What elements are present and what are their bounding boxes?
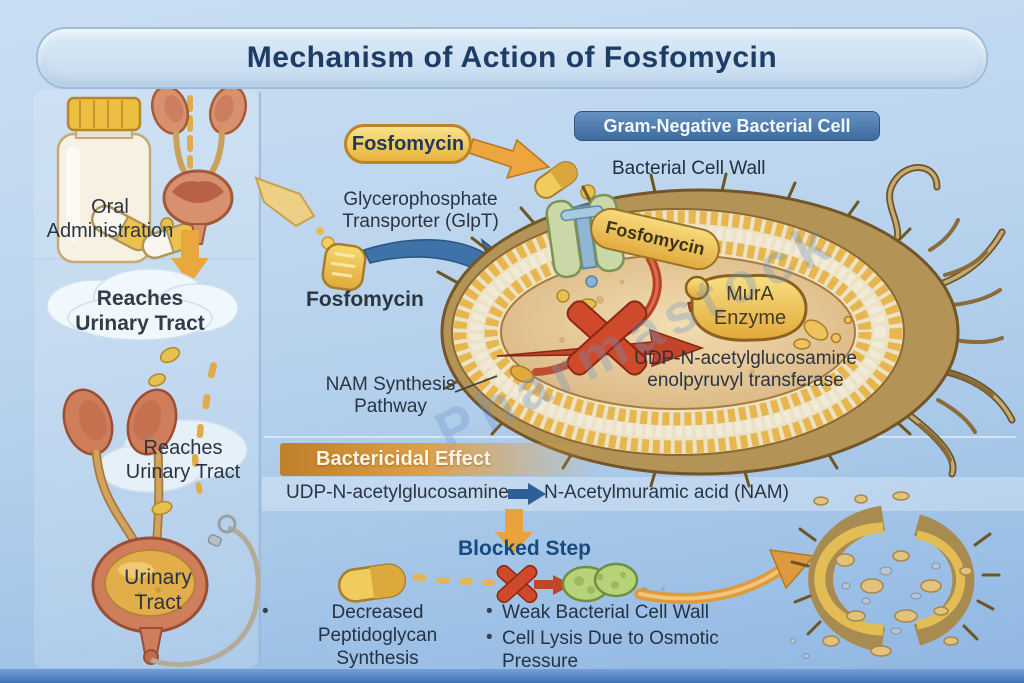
urinary-system-icon bbox=[62, 346, 218, 665]
cloud-icon bbox=[46, 268, 239, 341]
lysis-arrow-icon bbox=[634, 549, 816, 604]
list-item: Weak Bacterial Cell Wall bbox=[486, 600, 781, 624]
nam-pointer-line bbox=[454, 375, 498, 393]
right-cap-pili-icon bbox=[918, 218, 1004, 462]
bottom-capsule-icon bbox=[337, 563, 407, 603]
urinary-tract-label: Urinary Tract bbox=[124, 566, 192, 614]
blocked-step-label: Blocked Step bbox=[457, 537, 592, 560]
reaches-urinary-tract-top-label: Reaches Urinary Tract bbox=[75, 287, 205, 335]
effects-list-left: Decreased Peptidoglycan Synthesis bbox=[262, 600, 477, 674]
reaction-product-label: N-Acetylmuramic acid (NAM) bbox=[544, 482, 789, 503]
bacterial-cell-wall-label: Bacterial Cell Wall bbox=[612, 158, 766, 179]
mura-enzyme-blob bbox=[684, 273, 853, 350]
red-x-icon bbox=[566, 300, 648, 376]
oral-administration-label: Oral Administration bbox=[46, 196, 174, 242]
lysed-cell-illustration bbox=[790, 491, 1001, 659]
entry-capsule-icon bbox=[468, 138, 596, 200]
mura-enzyme-label: MurA Enzyme bbox=[700, 283, 800, 330]
mura-line2: Enzyme bbox=[713, 306, 787, 329]
effects-list-right: Weak Bacterial Cell Wall Cell Lysis Due … bbox=[486, 600, 781, 677]
glpt-transporter-label: Glycerophosphate Transporter (GlpT) bbox=[342, 189, 499, 233]
fosfomycin-capsule-icon bbox=[321, 242, 367, 292]
dashed-trail-icon bbox=[411, 573, 495, 586]
dropper-icon bbox=[254, 176, 335, 250]
list-item: Cell Lysis Due to Osmotic Pressure bbox=[486, 626, 781, 673]
pili-icon bbox=[436, 172, 912, 488]
mura-line1: MurA bbox=[726, 283, 774, 305]
udp-transferase-label: UDP-N-acetylglucosamine enolpyruvyl tran… bbox=[634, 348, 857, 392]
fosfomycin-badge: Fosfomycin bbox=[344, 124, 472, 164]
title-bar: Mechanism of Action of Fosfomycin bbox=[36, 27, 988, 89]
reaction-arrow-icon bbox=[508, 483, 546, 505]
small-red-x-icon bbox=[496, 564, 538, 604]
blocked-down-arrow-icon bbox=[495, 509, 533, 554]
gram-negative-header: Gram-Negative Bacterial Cell bbox=[574, 111, 880, 141]
kidneys-bladder-icon bbox=[150, 85, 248, 245]
nam-synthesis-pathway-label: NAM Synthesis Pathway bbox=[325, 374, 456, 418]
page-title: Mechanism of Action of Fosfomycin bbox=[246, 41, 778, 74]
catheter-icon bbox=[150, 514, 261, 668]
reaction-substrate-label: UDP-N-acetylglucosamine bbox=[286, 482, 509, 503]
bactericidal-effect-header: Bactericidal Effect bbox=[280, 443, 600, 476]
down-arrow-icon bbox=[171, 230, 209, 284]
list-item: Decreased Peptidoglycan Synthesis bbox=[262, 600, 477, 671]
reaches-urinary-tract-mid-label: Reaches Urinary Tract bbox=[125, 437, 241, 483]
fosfomycin-drug-label: Fosfomycin bbox=[306, 288, 424, 311]
